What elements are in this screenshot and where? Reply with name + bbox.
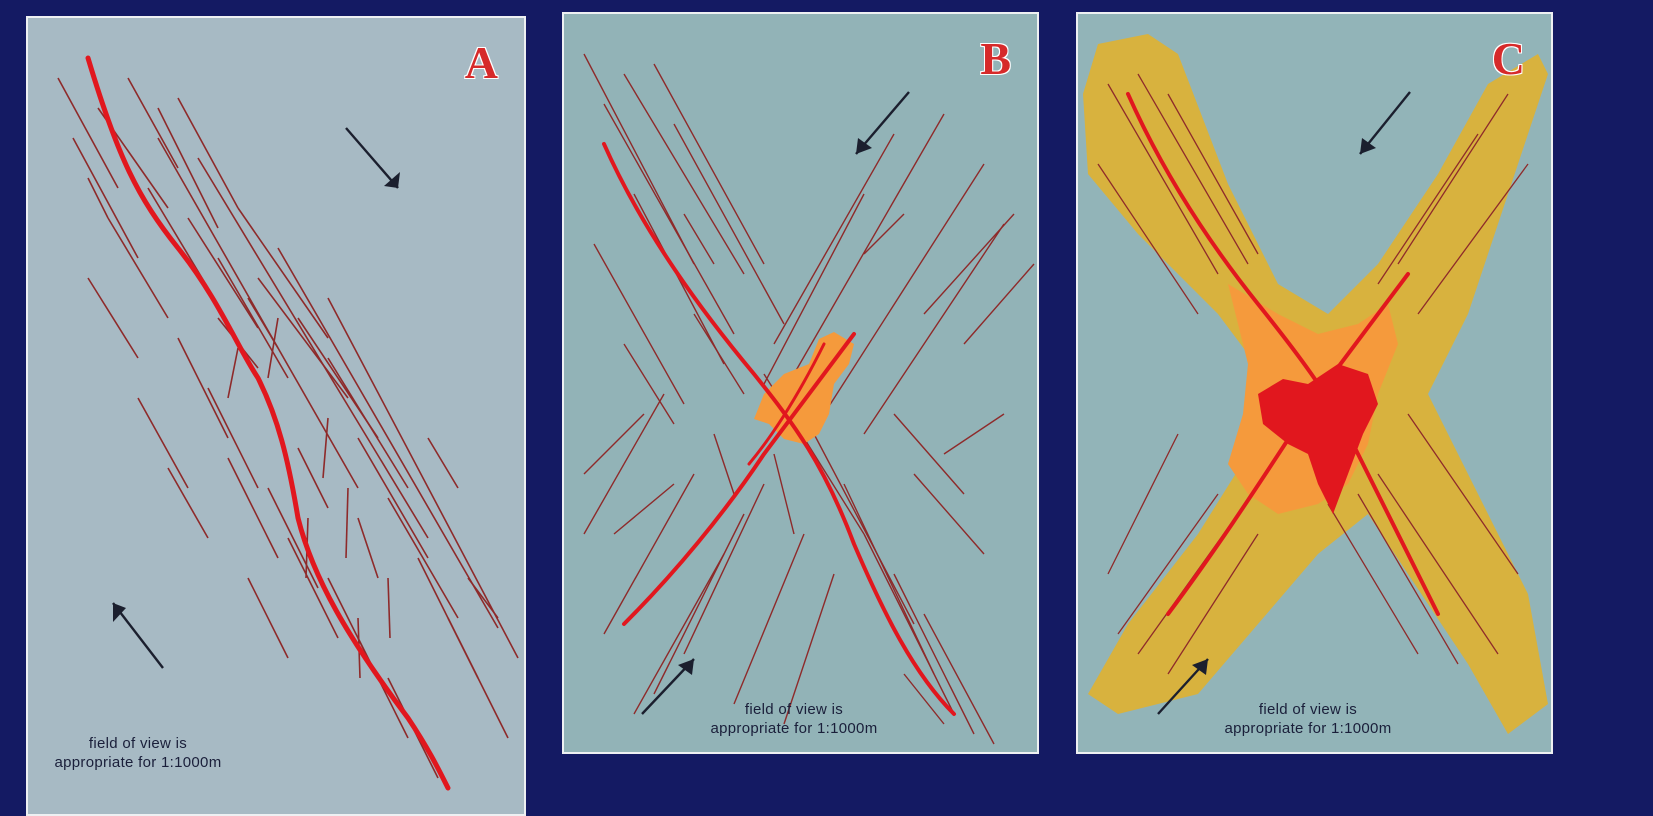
panel-b-caption-line1: field of view is	[664, 700, 924, 719]
panel-a-letter: A	[465, 36, 498, 89]
panel-a: A field of view is appropriate for 1:100…	[26, 16, 526, 816]
panel-c-caption: field of view is appropriate for 1:1000m	[1178, 700, 1438, 738]
panel-a-drawing	[28, 18, 526, 816]
panel-c-letter: C	[1492, 32, 1525, 85]
panel-b-letter: B	[980, 32, 1011, 85]
panel-b-caption: field of view is appropriate for 1:1000m	[664, 700, 924, 738]
panel-a-shear-arrow-top	[346, 128, 398, 188]
shear-arrow-icon	[1360, 138, 1376, 154]
panel-b-vein-2	[624, 334, 854, 624]
panel-b-caption-line2: appropriate for 1:1000m	[664, 719, 924, 738]
panel-b: B field of view is appropriate for 1:100…	[562, 12, 1039, 754]
panel-a-caption-line2: appropriate for 1:1000m	[26, 753, 268, 772]
panel-c-caption-line2: appropriate for 1:1000m	[1178, 719, 1438, 738]
panel-b-drawing	[564, 14, 1039, 754]
panel-c: C field of view is appropriate for 1:100…	[1076, 12, 1553, 754]
panel-a-caption-line1: field of view is	[26, 734, 268, 753]
panel-c-caption-line1: field of view is	[1178, 700, 1438, 719]
panel-a-fractures	[58, 78, 518, 778]
panel-c-drawing	[1078, 14, 1553, 754]
shear-arrow-icon	[856, 138, 872, 154]
panel-b-center-zone	[754, 332, 854, 444]
panel-a-caption: field of view is appropriate for 1:1000m	[26, 734, 268, 772]
